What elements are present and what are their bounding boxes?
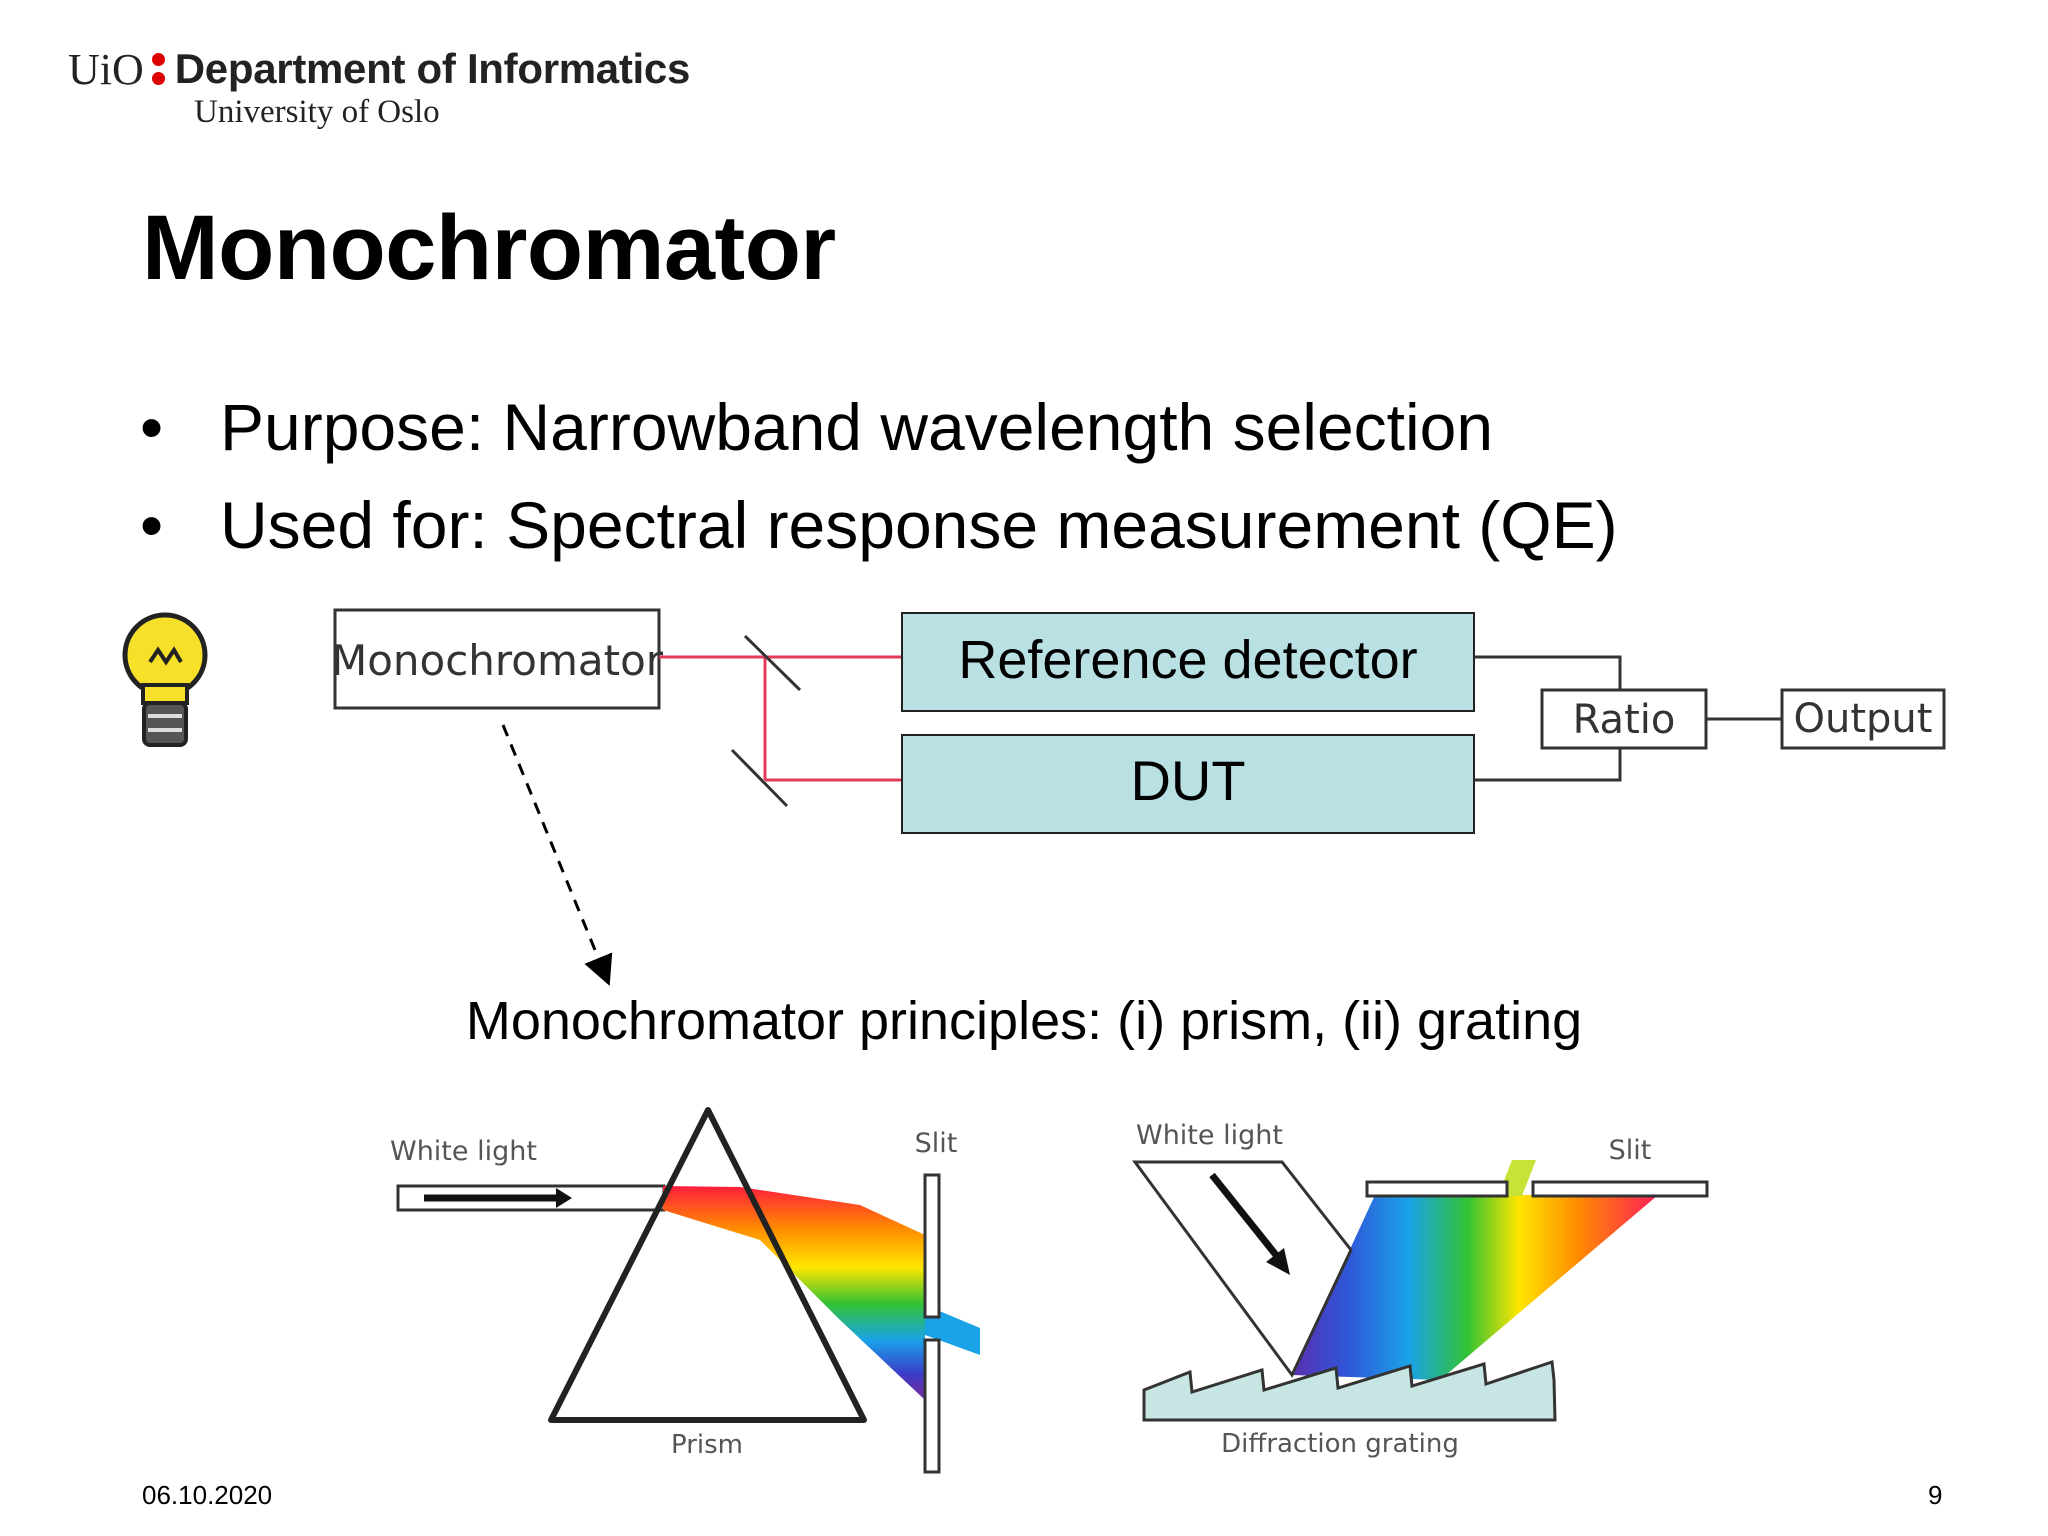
light-bulb-icon [122, 612, 208, 747]
grating-slit-right [1531, 1180, 1709, 1198]
monochromator-label: Monochromator [331, 636, 664, 685]
uio-logo: UiO Department of Informatics University… [68, 44, 690, 131]
bullet-item: • Purpose: Narrowband wavelength selectio… [140, 378, 1618, 476]
grating-slit-label: Slit [1609, 1135, 1652, 1166]
spectrum-fan [663, 1186, 925, 1400]
bullet-icon: • [140, 390, 164, 464]
monochromator-box [333, 608, 661, 710]
department-name: Department of Informatics [174, 45, 691, 92]
diffraction-grating-label: Diffraction grating [1221, 1429, 1459, 1459]
grating-slit-left [1365, 1180, 1509, 1198]
uio-wordmark: UiO [68, 44, 144, 94]
mirror [730, 748, 789, 808]
incident-arrow-icon [1209, 1172, 1279, 1258]
bullet-icon: • [140, 488, 164, 562]
uio-colon-icon [151, 53, 165, 85]
output-box [1780, 688, 1946, 750]
prism-slit-label: Slit [915, 1128, 958, 1159]
output-label: Output [1794, 696, 1933, 742]
diffraction-spectrum [1292, 1195, 1658, 1380]
diffraction-grating-shape [1142, 1359, 1557, 1422]
prism-white-light-label: White light [390, 1136, 537, 1167]
grating-illustration: White light Slit Diffraction grating [1132, 1120, 1709, 1459]
prism-shape [548, 1107, 867, 1423]
page-number: 9 [1928, 1480, 1943, 1510]
dut-label: DUT [1130, 749, 1245, 812]
grating-white-light-label: White light [1136, 1120, 1283, 1151]
beam-splitter [743, 634, 802, 692]
incident-beam [1132, 1160, 1353, 1378]
university-name: University of Oslo [194, 94, 440, 130]
slit-upper [923, 1173, 941, 1319]
dut-box [901, 734, 1475, 834]
ratio-label: Ratio [1573, 697, 1676, 743]
bullet-list: • Purpose: Narrowband wavelength selectio… [140, 378, 1618, 574]
bullet-text: Purpose: Narrowband wavelength selection [220, 390, 1494, 464]
prism-illustration: White light Slit Prism [390, 1107, 980, 1474]
slit-lower [923, 1338, 941, 1474]
light-beam [659, 655, 902, 782]
footer-date: 06.10.2020 [142, 1480, 273, 1510]
bullet-text: Used for: Spectral response measurement … [220, 488, 1618, 562]
bullet-item: • Used for: Spectral response measurement… [140, 476, 1618, 574]
prism-label: Prism [671, 1430, 743, 1460]
slide-title: Monochromator [142, 197, 836, 299]
principles-subheading: Monochromator principles: (i) prism, (ii… [465, 991, 1583, 1051]
dashed-arrow [501, 724, 613, 986]
reference-detector-label: Reference detector [958, 630, 1417, 690]
signal-lines [1474, 655, 1782, 782]
reference-detector-box [901, 612, 1475, 712]
ratio-box [1540, 688, 1708, 750]
